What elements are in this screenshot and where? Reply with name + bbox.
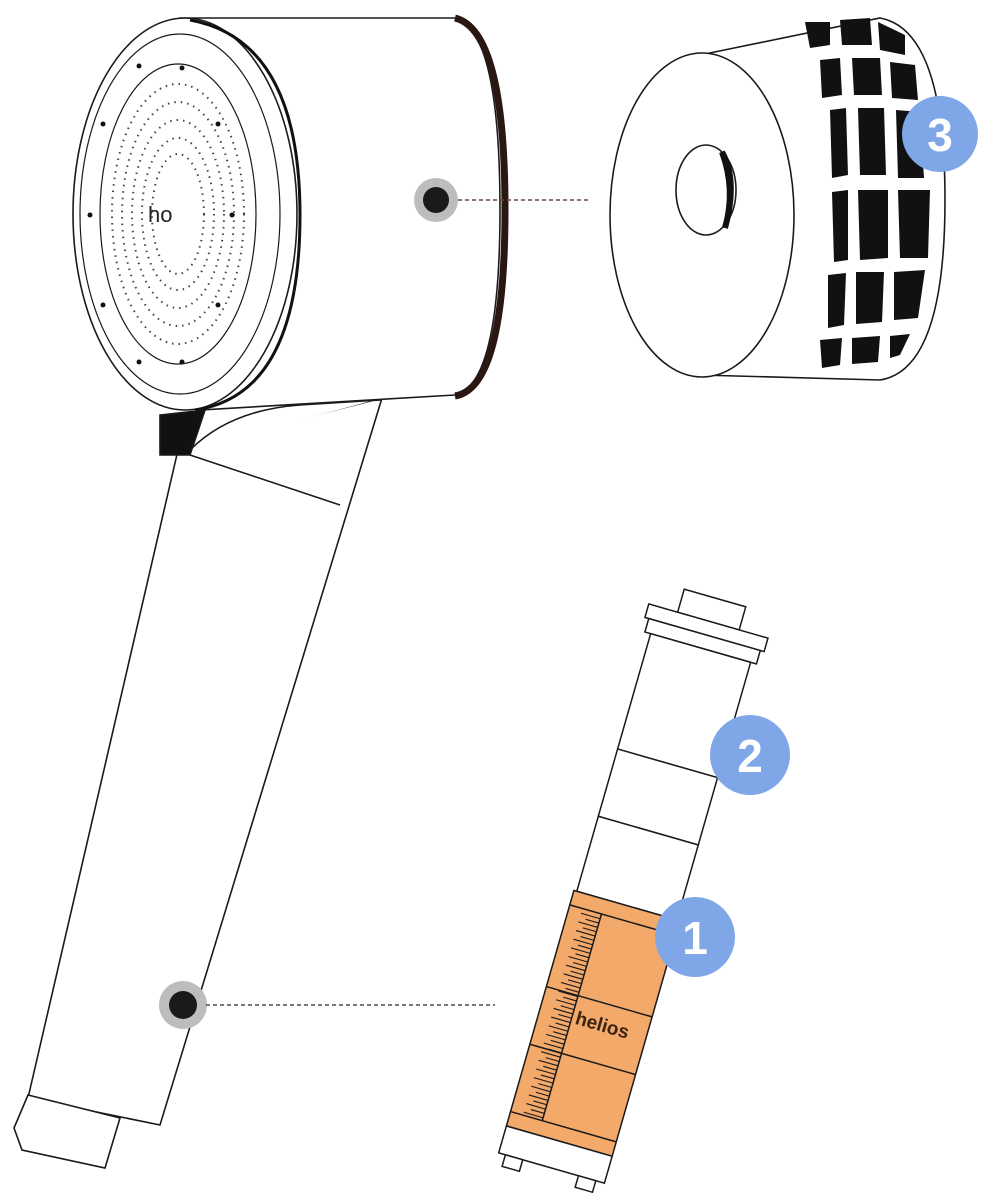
ruler-tick [575, 953, 590, 959]
badge-3: 3 [902, 96, 978, 172]
ruler-tick [533, 1100, 547, 1106]
ruler-tick [550, 1039, 565, 1045]
ruler-tick [530, 1109, 545, 1114]
filter-disk [609, 17, 946, 381]
shower-handle [13, 396, 384, 1169]
ruler-tick [575, 930, 596, 937]
svg-text:3: 3 [927, 109, 953, 161]
ruler-tick [567, 979, 582, 985]
shower-neck [159, 397, 383, 456]
head-logo: ho [148, 202, 172, 227]
ruler-tick [570, 970, 585, 976]
ruler-tick [555, 1022, 570, 1028]
ruler-tick [543, 1065, 557, 1071]
ruler-tick [565, 987, 580, 993]
ruler-tick [536, 1068, 556, 1076]
ruler-tick [565, 964, 586, 972]
filter-media: helios [505, 889, 681, 1158]
ruler-tick [526, 1103, 546, 1110]
ruler-tick [546, 1033, 566, 1041]
ruler-tick [523, 1111, 544, 1119]
ruler-tick [538, 1059, 559, 1067]
badge-2: 2 [710, 715, 790, 795]
ruler-tick [577, 944, 592, 950]
ruler-tick [558, 990, 578, 998]
ruler-tick [531, 1085, 551, 1093]
filter-cartridge: helios [497, 588, 769, 1194]
ruler-tick [535, 1091, 550, 1097]
ruler-tick [555, 999, 576, 1006]
ruler-tick [557, 1013, 572, 1019]
ruler-tick [548, 1025, 569, 1032]
ruler-tick [580, 912, 601, 920]
ruler-tick [585, 918, 600, 924]
ruler-tick [553, 1007, 573, 1015]
ruler-tick [560, 981, 581, 989]
shower-head: ho [72, 14, 590, 412]
face-rim-dots [87, 63, 235, 365]
ruler-tick [580, 936, 595, 941]
ruler-tick [543, 1042, 564, 1050]
ruler-tick [541, 1051, 561, 1058]
ruler-tick [582, 927, 597, 933]
connector-dot [423, 187, 449, 213]
ruler-tick [545, 1057, 560, 1063]
handle-connector [159, 981, 495, 1029]
ruler-tick [560, 1005, 575, 1011]
ruler-tick [553, 1031, 567, 1037]
ruler-tick [562, 996, 577, 1002]
ruler-tick [578, 921, 598, 928]
ruler-tick [568, 955, 588, 963]
ruler-tick [563, 973, 583, 980]
ruler-tick [570, 947, 591, 954]
ruler-tick [528, 1094, 549, 1101]
ruler-tick [540, 1074, 555, 1080]
ruler-tick [550, 1016, 571, 1024]
ruler-tick [548, 1048, 562, 1054]
svg-text:1: 1 [682, 912, 708, 964]
ruler-tick [572, 961, 587, 967]
ruler-tick [533, 1077, 554, 1084]
ruler-tick [573, 938, 593, 946]
ruler-tick [538, 1083, 552, 1088]
badge-1: 1 [655, 897, 735, 977]
svg-text:2: 2 [737, 730, 763, 782]
